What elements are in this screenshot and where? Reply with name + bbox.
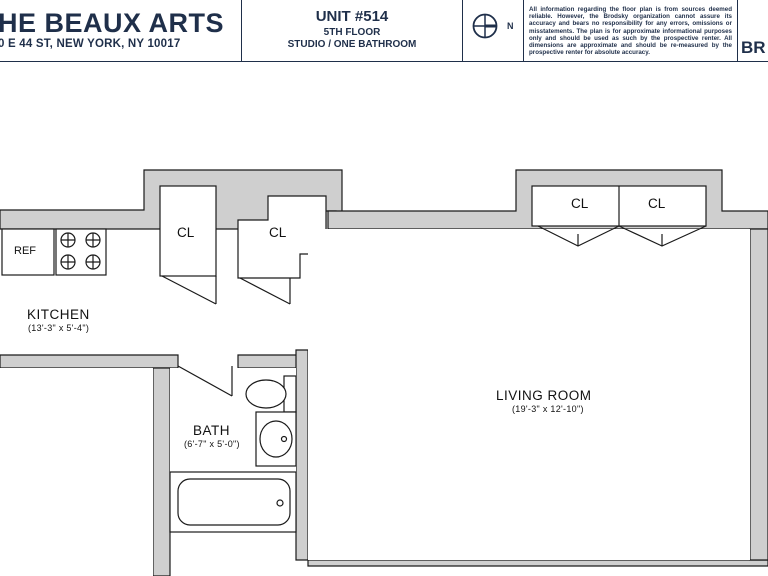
burner-grate-icon [61, 233, 100, 269]
unit-floor: 5TH FLOOR [323, 27, 381, 38]
compass-north-label: N [507, 21, 514, 31]
living-room-label: LIVING ROOM [496, 388, 592, 403]
compass-icon: N [472, 13, 514, 39]
closet-label: CL [269, 225, 287, 240]
sink-drain-icon [280, 435, 288, 443]
closet-kitchen-2 [237, 195, 327, 279]
bathtub-basin [177, 478, 291, 526]
closet-label: CL [571, 196, 589, 211]
compass-block: N [463, 0, 524, 61]
closet-label: CL [177, 225, 195, 240]
sink-basin [259, 420, 293, 458]
plan-header: HE BEAUX ARTS 0 E 44 ST, NEW YORK, NY 10… [0, 0, 768, 62]
kitchen-closet-1-door [161, 275, 217, 305]
wall-living-right [749, 228, 768, 561]
brand-logo-text: BR [741, 38, 766, 57]
hall-floor [0, 368, 153, 576]
closet-kitchen-1 [159, 185, 217, 277]
toilet-bowl [245, 379, 287, 409]
floor-plan [0, 169, 768, 576]
disclaimer-text: All information regarding the floor plan… [529, 6, 732, 57]
wall-bath-top [0, 354, 179, 369]
kitchen-closet-2-door [239, 277, 291, 305]
building-address: 0 E 44 ST, NEW YORK, NY 10017 [0, 38, 181, 50]
brand-logo: BR [738, 0, 768, 61]
bath-fixtures [169, 375, 297, 533]
wall-bath-left [152, 367, 171, 576]
unit-block: UNIT #514 5TH FLOOR STUDIO / ONE BATHROO… [242, 0, 463, 61]
wall-living-bottom [307, 559, 768, 567]
wall-bath-right [295, 349, 309, 561]
building-block: HE BEAUX ARTS 0 E 44 ST, NEW YORK, NY 10… [0, 0, 242, 61]
building-name: HE BEAUX ARTS [0, 8, 225, 38]
unit-title: UNIT #514 [315, 8, 389, 25]
tub-drain-icon [276, 499, 284, 507]
closet-label: CL [648, 196, 666, 211]
kitchen-dims: (13'-3" x 5'-4") [28, 323, 90, 333]
kitchen-label: KITCHEN [27, 307, 90, 322]
bath-door [177, 365, 233, 397]
kitchen-appliances [1, 228, 107, 276]
refrigerator [1, 228, 55, 276]
interior-spaces [0, 185, 750, 576]
living-room-floor [308, 229, 750, 560]
doors [161, 186, 707, 397]
refrigerator-label: REF [14, 245, 36, 257]
unit-layout: STUDIO / ONE BATHROOM [287, 39, 417, 50]
living-room-dims: (19'-3" x 12'-10") [512, 404, 584, 414]
bath-dims: (6'-7" x 5'-0") [184, 439, 240, 449]
bath-label: BATH [193, 423, 231, 438]
disclaimer-block: All information regarding the floor plan… [524, 0, 738, 61]
